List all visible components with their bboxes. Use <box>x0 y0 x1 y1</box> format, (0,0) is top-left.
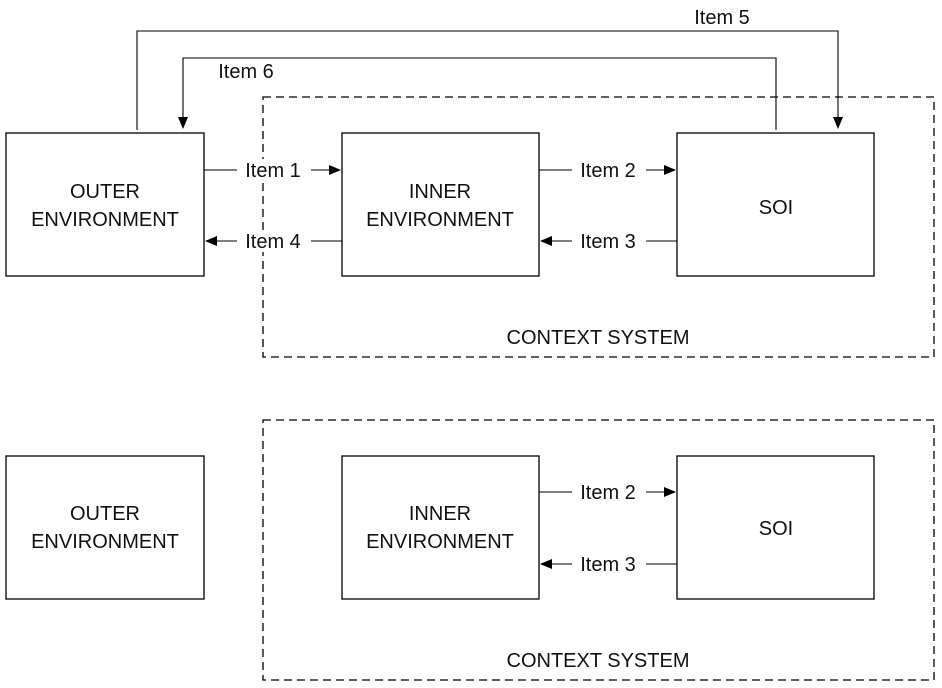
item2-label: Item 2 <box>580 160 636 182</box>
inner-environment-box <box>341 132 540 277</box>
soi-label: SOI <box>759 518 793 540</box>
item3-label: Item 3 <box>580 231 636 253</box>
inner-environment-label-line1: INNER <box>409 181 471 203</box>
top-diagram: CONTEXT SYSTEM Item 5 Item 6 OUTER ENVIR… <box>5 7 935 358</box>
outer-environment-box <box>5 455 205 600</box>
outer-environment-box <box>5 132 205 277</box>
item3-label-background <box>572 230 646 252</box>
inner-environment-label-line2: ENVIRONMENT <box>366 531 514 553</box>
item4-label: Item 4 <box>245 231 301 253</box>
inner-environment-label-line1: INNER <box>409 503 471 525</box>
soi-box <box>676 132 875 277</box>
item4-label-background <box>237 230 311 252</box>
soi-label: SOI <box>759 197 793 219</box>
item6-flow-line <box>178 57 777 130</box>
item6-label: Item 6 <box>218 61 274 83</box>
item5-flow-line <box>136 30 843 130</box>
outer-environment-label-line2: ENVIRONMENT <box>31 209 179 231</box>
item1-label-background <box>237 159 311 181</box>
item3-label-background <box>572 553 646 575</box>
inner-environment-label-line2: ENVIRONMENT <box>366 209 514 231</box>
bottom-diagram: CONTEXT SYSTEM OUTER ENVIRONMENT INNER E… <box>5 419 935 681</box>
context-system-label: CONTEXT SYSTEM <box>507 650 690 672</box>
context-system-label: CONTEXT SYSTEM <box>507 327 690 349</box>
item3-label: Item 3 <box>580 554 636 576</box>
outer-environment-label-line1: OUTER <box>70 181 140 203</box>
inner-environment-box <box>341 455 540 600</box>
item2-label-background <box>572 159 646 181</box>
outer-environment-label-line2: ENVIRONMENT <box>31 531 179 553</box>
item1-label: Item 1 <box>245 160 301 182</box>
item2-label: Item 2 <box>580 482 636 504</box>
outer-environment-label-line1: OUTER <box>70 503 140 525</box>
context-system-boundary <box>262 419 935 681</box>
context-system-boundary <box>262 96 935 358</box>
item5-label: Item 5 <box>694 7 750 29</box>
soi-box <box>676 455 875 600</box>
item2-label-background <box>572 481 646 503</box>
